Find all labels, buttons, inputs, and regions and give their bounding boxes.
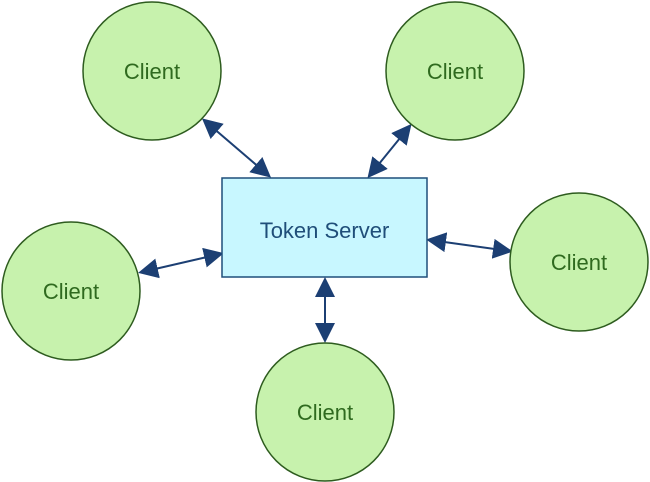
client-node-left: Client — [1, 221, 141, 361]
client-label: Client — [43, 279, 99, 304]
client-circle — [255, 342, 395, 482]
client-label: Client — [551, 250, 607, 275]
connector-right — [426, 232, 513, 259]
connector-top-right — [367, 123, 412, 179]
client-node-top-right: Client — [385, 1, 525, 141]
connector-left — [138, 247, 224, 279]
token-server-label: Token Server — [260, 218, 390, 243]
client-circle — [385, 1, 525, 141]
client-label: Client — [427, 59, 483, 84]
token-server-box: Token Server — [221, 177, 428, 278]
token-server-rect — [221, 177, 428, 278]
client-node-right: Client — [509, 192, 649, 332]
client-node-bottom: Client — [255, 342, 395, 482]
client-node-top-left: Client — [82, 1, 222, 141]
connector-top-left — [201, 118, 272, 178]
client-label: Client — [297, 400, 353, 425]
client-label: Client — [124, 59, 180, 84]
client-circle — [82, 1, 222, 141]
client-circle — [1, 221, 141, 361]
client-circle — [509, 192, 649, 332]
